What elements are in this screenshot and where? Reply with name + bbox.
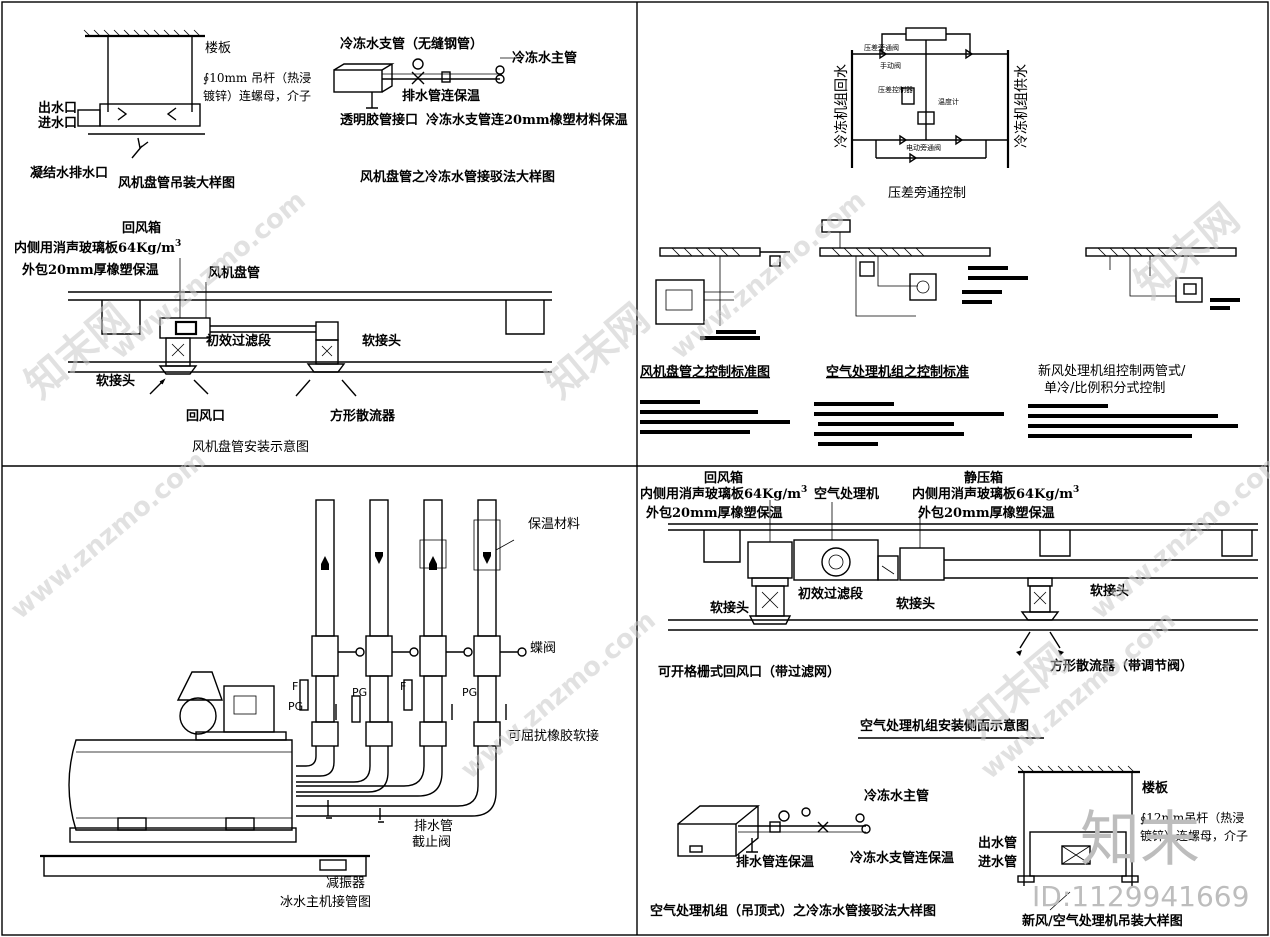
label-return-box: 回风箱 (122, 220, 161, 236)
label-flex-joint-left: 软接头 (96, 373, 135, 389)
ahu-label-drain: 排水管连保温 (736, 854, 814, 870)
ahu-label-return-box: 回风箱 (704, 470, 743, 486)
ahu-connection-title: 空气处理机组（吊顶式）之冷冻水管接驳法大样图 (650, 903, 936, 919)
label-flex-rubber-joint: 可屈扰橡胶软接 (508, 728, 599, 744)
bypass-title: 压差旁通控制 (888, 185, 966, 201)
label-flex-joint-right: 软接头 (362, 333, 401, 349)
ahu-label-inner-lining: 内侧用消声玻璃板64Kg/m3 (640, 485, 807, 502)
ahu-hanging-title: 新风/空气处理机吊装大样图 (1022, 913, 1183, 929)
label-pg-3: PG (462, 686, 477, 699)
label-return-grille: 回风口 (186, 409, 225, 424)
label-vibration-isolator: 减振器 (326, 876, 365, 891)
label-return-vertical: 冷冻机组回水 (833, 64, 850, 148)
label-f-2: F (400, 680, 406, 693)
fresh-air-control-schematic (1085, 247, 1240, 310)
watermark-site-3: www.znzmo.com (5, 445, 211, 625)
ahu-control-schematic (819, 219, 1028, 317)
label-filter: 初效过滤段 (206, 333, 271, 349)
ahu-label-inlet: 进水管 (978, 854, 1017, 870)
fresh-air-control-title-1: 新风处理机组控制两管式/ (1038, 363, 1186, 379)
label-stop-valve: 截止阀 (412, 835, 451, 850)
fcu-install-section (68, 258, 552, 397)
ahu-label-grille: 可开格栅式回风口（带过滤网） (658, 664, 840, 680)
label-branch-pipe: 冷冻水支管（无缝钢管） (340, 36, 483, 52)
fresh-air-control-title-2: 单冷/比例积分式控制 (1044, 381, 1165, 396)
ahu-label-floor: 楼板 (1142, 780, 1169, 796)
watermark-site-2: www.znzmo.com (665, 185, 871, 365)
label-supply-vertical: 冷冻机组供水 (1013, 64, 1030, 148)
ahu-side-section (668, 500, 1258, 656)
label-f-1: F (292, 680, 298, 693)
label-pg-2: PG (352, 686, 367, 699)
label-electric-bypass: 电动旁通阀 (906, 143, 941, 152)
ahu-label-flex-left: 软接头 (710, 600, 749, 616)
fcu-control-title: 风机盘管之控制标准图 (640, 364, 770, 380)
label-drain: 排水管 (414, 819, 453, 834)
label-square-diffuser: 方形散流器 (330, 408, 396, 424)
label-hanger: ∮10mm 吊杆（热浸 (203, 71, 311, 85)
label-inner-lining: 内侧用消声玻璃板64Kg/m3 (14, 239, 181, 256)
fcu-control-schematic (655, 247, 790, 340)
label-main-pipe: 冷冻水主管 (512, 50, 577, 66)
ahu-label-diffuser: 方形散流器（带调节阀） (1050, 658, 1193, 674)
fcu-hanging-title: 风机盘管吊装大样图 (118, 175, 235, 191)
ahu-label-unit: 空气处理机 (814, 486, 879, 502)
ahu-label-main-pipe: 冷冻水主管 (864, 788, 929, 804)
label-insulation-material: 保温材料 (528, 517, 580, 532)
fcu-hanging-detail (77, 29, 205, 159)
label-drain-pipe: 排水管连保温 (402, 88, 480, 104)
ahu-label-outer-wrap: 外包20mm厚橡塑保温 (645, 505, 783, 521)
panel-top-left: 楼板 ∮10mm 吊杆（热浸 镀锌）连螺母，介子 出水口 进水口 凝结水排水口 … (14, 29, 628, 455)
ahu-hanging-detail (1017, 765, 1140, 911)
label-condensate: 凝结水排水口 (30, 165, 108, 181)
label-clear-hose: 透明胶管接口 (340, 112, 418, 128)
watermark-id: ID:1129941669 (1032, 880, 1249, 913)
watermark-brand-2: 知末网 (537, 295, 658, 407)
label-insulation: 冷冻水支管连20mm橡塑材料保温 (426, 112, 628, 128)
ahu-label-flex-right: 软接头 (1090, 583, 1129, 599)
panel-bottom-left: 保温材料 蝶阀 可屈扰橡胶软接 排水管 截止阀 减振器 冰水主机接管图 F PG… (40, 499, 599, 910)
chiller-piping-title: 冰水主机接管图 (280, 894, 371, 910)
ahu-side-title: 空气处理机组安装侧面示意图 (860, 718, 1029, 734)
label-dp-controller: 压差控制器 (878, 85, 913, 94)
panel-bottom-right: 回风箱 内侧用消声玻璃板64Kg/m3 外包20mm厚橡塑保温 空气处理机 静压… (640, 470, 1258, 929)
ahu-label-plenum: 静压箱 (964, 470, 1003, 486)
label-pg-1: PG (288, 700, 303, 713)
label-thermometer: 温度计 (938, 97, 959, 106)
ahu-pipe-connection (677, 805, 871, 857)
fcu-connection-title: 风机盘管之冷冻水管接驳法大样图 (360, 169, 555, 185)
watermark-site-5: www.znzmo.com (1085, 445, 1270, 625)
label-fcu: 风机盘管 (208, 265, 260, 281)
ahu-label-inner-lining-2: 内侧用消声玻璃板64Kg/m3 (912, 485, 1079, 502)
watermark-logo: 知末 (1080, 805, 1200, 875)
bypass-control-diagram (850, 27, 1010, 168)
ahu-label-outer-wrap-2: 外包20mm厚橡塑保温 (917, 505, 1055, 521)
redacted-notes (640, 400, 1238, 446)
watermark-site-4: www.znzmo.com (455, 605, 661, 785)
label-outer-wrap: 外包20mm厚橡塑保温 (21, 262, 159, 278)
ahu-label-hanger-2: 镀锌）连螺母，介子 (1140, 828, 1248, 843)
ahu-label-flex-mid: 软接头 (896, 596, 935, 612)
label-butterfly-valve: 蝶阀 (530, 641, 556, 656)
watermark-brand-3: 知末网 (1127, 195, 1248, 307)
ahu-control-title: 空气处理机组之控制标准 (826, 364, 969, 380)
panel-top-right: 冷冻机组回水 冷冻机组供水 压差旁通阀 手动阀 电动旁通阀 压差控制器 温度计 … (640, 27, 1240, 446)
label-inlet: 进水口 (38, 115, 77, 131)
fcu-pipe-connection-detail (333, 57, 520, 109)
fcu-install-title: 风机盘管安装示意图 (192, 439, 309, 455)
label-outlet: 出水口 (38, 100, 77, 116)
label-bypass-valve: 压差旁通阀 (864, 43, 899, 52)
chiller-piping (40, 499, 527, 877)
ahu-label-branch: 冷冻水支管连保温 (850, 850, 954, 866)
ahu-label-filter: 初效过滤段 (798, 586, 863, 602)
ahu-label-hanger: ∮12mm吊杆（热浸 (1140, 811, 1244, 825)
label-floor: 楼板 (205, 41, 231, 56)
ahu-label-outlet: 出水管 (978, 835, 1017, 851)
label-hanger-2: 镀锌）连螺母，介子 (203, 88, 311, 103)
label-manual-valve: 手动阀 (880, 61, 901, 70)
